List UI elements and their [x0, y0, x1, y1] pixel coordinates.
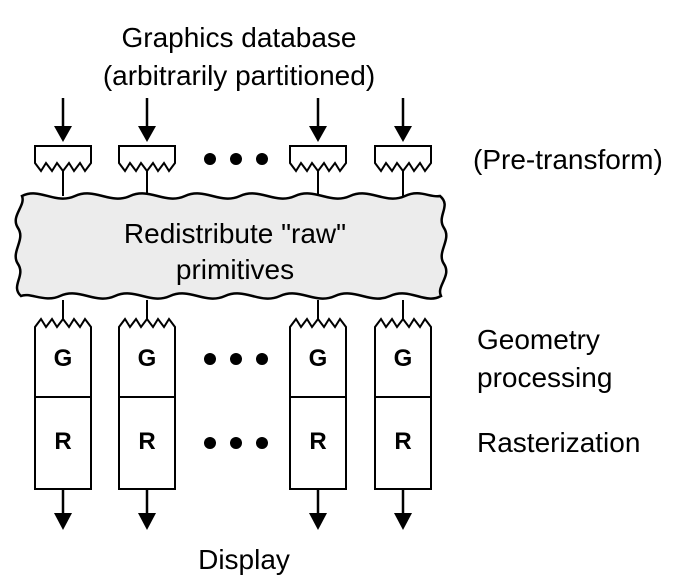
- geometry-box: [118, 317, 176, 398]
- input-arrow: [394, 98, 412, 142]
- input-arrows: [54, 98, 412, 142]
- geometry-processing-label-line1: Geometry: [477, 324, 600, 355]
- geometry-processing-label-line2: processing: [477, 362, 612, 393]
- output-arrow: [54, 489, 72, 530]
- pre-transform-label: (Pre-transform): [473, 144, 663, 175]
- raster-letters: R R R R: [54, 428, 411, 455]
- geometry-letter: G: [394, 345, 413, 372]
- diagram-title-line1: Graphics database: [121, 22, 356, 53]
- output-arrow: [394, 489, 412, 530]
- pipeline-unit: [34, 317, 92, 490]
- input-arrow: [309, 98, 327, 142]
- geometry-letter: G: [54, 345, 73, 372]
- pre-transform-tray: [374, 145, 432, 173]
- display-label: Display: [198, 544, 290, 575]
- pipelines: [34, 317, 432, 490]
- output-arrows: [54, 489, 412, 530]
- geometry-box: [34, 317, 92, 398]
- redistribute-cloud: [14, 192, 448, 300]
- pre-transform-tray: [118, 145, 176, 173]
- connectors-to-cloud: [62, 171, 404, 196]
- geometry-letters: G G G G: [54, 345, 413, 372]
- raster-letter: R: [54, 428, 71, 455]
- geometry-box: [289, 317, 347, 398]
- ellipsis-dots: [204, 353, 268, 365]
- connectors-to-pipelines: [62, 300, 404, 327]
- raster-letter: R: [394, 428, 411, 455]
- raster-box: [34, 396, 92, 490]
- input-arrow: [54, 98, 72, 142]
- rasterization-label: Rasterization: [477, 427, 640, 458]
- pre-transform-tray: [289, 145, 347, 173]
- pipeline-unit: [289, 317, 347, 490]
- output-arrow: [138, 489, 156, 530]
- pipeline-unit: [118, 317, 176, 490]
- input-arrow: [138, 98, 156, 142]
- cloud-text-line1: Redistribute "raw": [124, 218, 346, 249]
- cloud-text-line2: primitives: [176, 254, 294, 285]
- raster-box: [118, 396, 176, 490]
- ellipsis-dots: [204, 437, 268, 449]
- raster-box: [289, 396, 347, 490]
- raster-letter: R: [138, 428, 155, 455]
- geometry-box: [374, 317, 432, 398]
- diagram-title-line2: (arbitrarily partitioned): [103, 60, 375, 91]
- geometry-letter: G: [138, 345, 157, 372]
- pre-transform-tray: [34, 145, 92, 173]
- raster-letter: R: [309, 428, 326, 455]
- raster-box: [374, 396, 432, 490]
- ellipsis-dots: [204, 153, 268, 165]
- output-arrow: [309, 489, 327, 530]
- pre-transform-trays: [34, 145, 432, 173]
- pipeline-unit: [374, 317, 432, 490]
- geometry-letter: G: [309, 345, 328, 372]
